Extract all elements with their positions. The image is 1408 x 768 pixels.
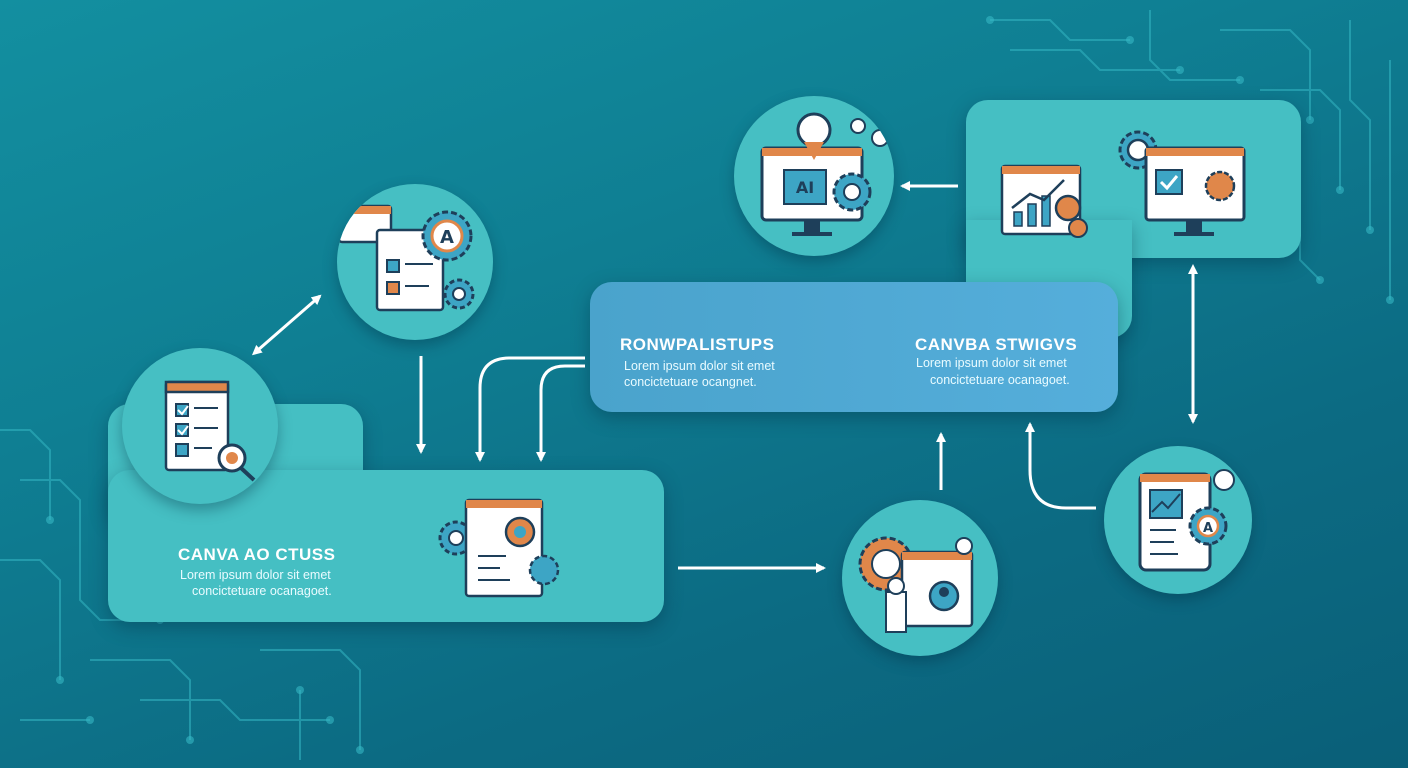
document-gears-node: A	[337, 184, 493, 340]
monitor-check-gear-icon	[1118, 130, 1246, 236]
center-panel-title: RONWPALISTUPS	[620, 335, 775, 354]
ai-label: AI	[796, 178, 814, 197]
checklist-node	[122, 348, 278, 504]
document-pin-gear-icon	[438, 498, 560, 598]
right-panel-desc-1: Lorem ipsum dolor sit emet	[916, 356, 1067, 370]
arrow-curve-inner	[536, 364, 585, 462]
document-gear-icon: A	[337, 204, 475, 312]
tablet-chart-icon: A	[1138, 469, 1235, 572]
center-panel-desc-1: Lorem ipsum dolor sit emet	[624, 359, 775, 373]
left-panel-desc-1: Lorem ipsum dolor sit emet	[180, 568, 331, 582]
left-panel-title: CANVA AO CTUSS	[178, 545, 336, 564]
right-panel-title: CANVBA STWIGVS	[915, 335, 1078, 354]
arrow-double-diagonal	[251, 294, 322, 356]
right-panel-desc-2: concictetuare ocanagoet.	[930, 373, 1070, 387]
left-panel-desc-2: concictetuare ocanagoet.	[192, 584, 332, 598]
gear-letter-label: A	[440, 227, 454, 248]
tablet-gear-letter: A	[1203, 521, 1213, 536]
center-panel	[590, 282, 1118, 412]
person-gear-node	[842, 500, 998, 656]
ai-monitor-node: AI	[734, 96, 894, 256]
arrow-curve-up	[1025, 422, 1096, 510]
checklist-magnifier-icon	[164, 380, 256, 482]
person-gear-icon	[858, 536, 974, 633]
center-panel-desc-2: concictetuare ocangnet.	[624, 375, 757, 389]
tablet-chart-node: A	[1104, 446, 1252, 594]
ai-monitor-icon: AI	[760, 112, 889, 236]
arrow-curve-outer	[475, 356, 585, 462]
analytics-chart-icon	[1000, 164, 1088, 238]
